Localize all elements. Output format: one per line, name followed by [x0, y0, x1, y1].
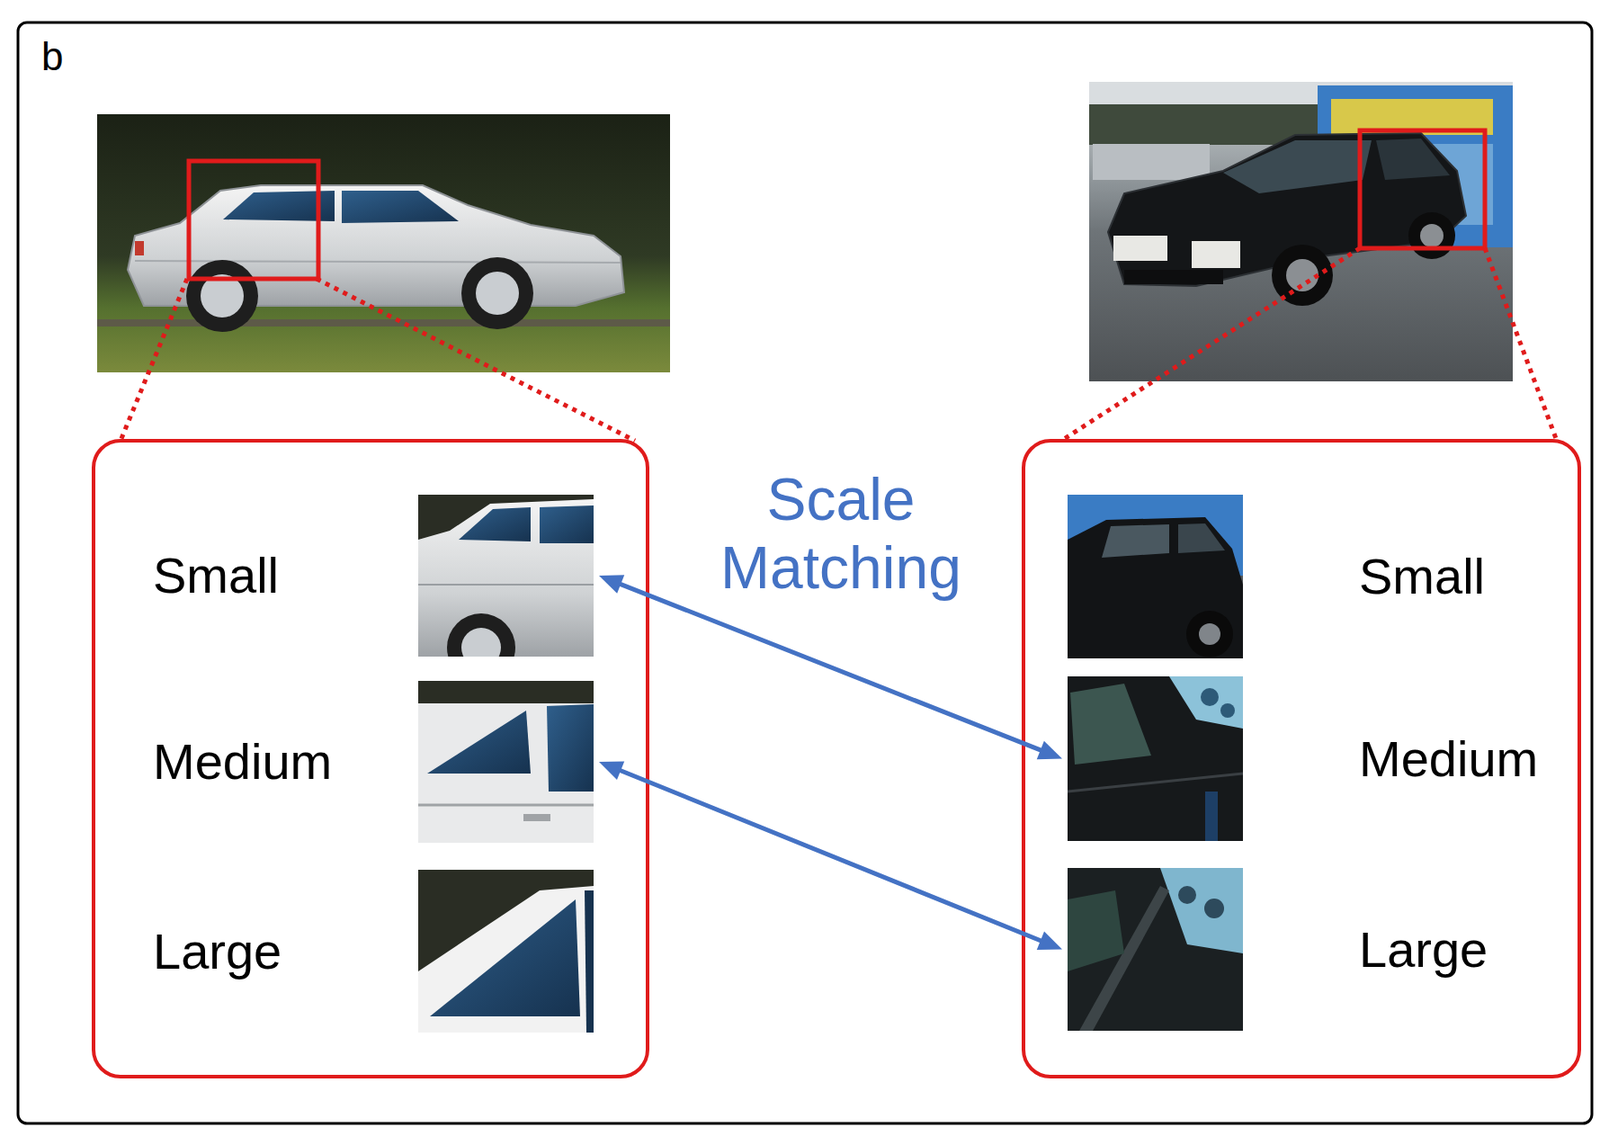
scale-label: Medium — [1358, 731, 1538, 787]
scale-row: Small — [1064, 494, 1533, 659]
scale-row: Medium — [1064, 676, 1546, 841]
scale-row: Large — [134, 869, 597, 1033]
thumbnail-medium — [1067, 676, 1243, 841]
scale-panel — [93, 440, 648, 1077]
scale-label: Small — [152, 547, 279, 604]
silver-car-photo — [97, 114, 671, 373]
black-car-photo — [1089, 81, 1513, 382]
thumbnail-small — [1067, 494, 1243, 659]
scale-label: Small — [1358, 548, 1485, 605]
thumbnail-medium — [418, 680, 594, 843]
scale-matching-caption: Scale Matching — [692, 465, 990, 603]
scale-row: Small — [134, 494, 597, 657]
crop-square — [188, 160, 319, 279]
scale-panel — [1023, 440, 1580, 1077]
zoom-lines — [120, 248, 1557, 441]
scale-arrow — [598, 574, 1063, 760]
crop-square — [1359, 130, 1485, 249]
scale-arrow — [598, 761, 1063, 950]
scale-label: Large — [1358, 921, 1488, 978]
thumbnail-small — [418, 494, 594, 657]
scale-label: Medium — [152, 733, 332, 790]
panel-letter: b — [41, 34, 96, 81]
scale-row: Medium — [134, 680, 597, 843]
thumbnail-large — [1067, 867, 1243, 1031]
scale-label: Large — [152, 923, 282, 980]
thumbnail-large — [418, 869, 594, 1033]
outer-frame — [17, 22, 1592, 1124]
scale-row: Large — [1064, 867, 1533, 1031]
